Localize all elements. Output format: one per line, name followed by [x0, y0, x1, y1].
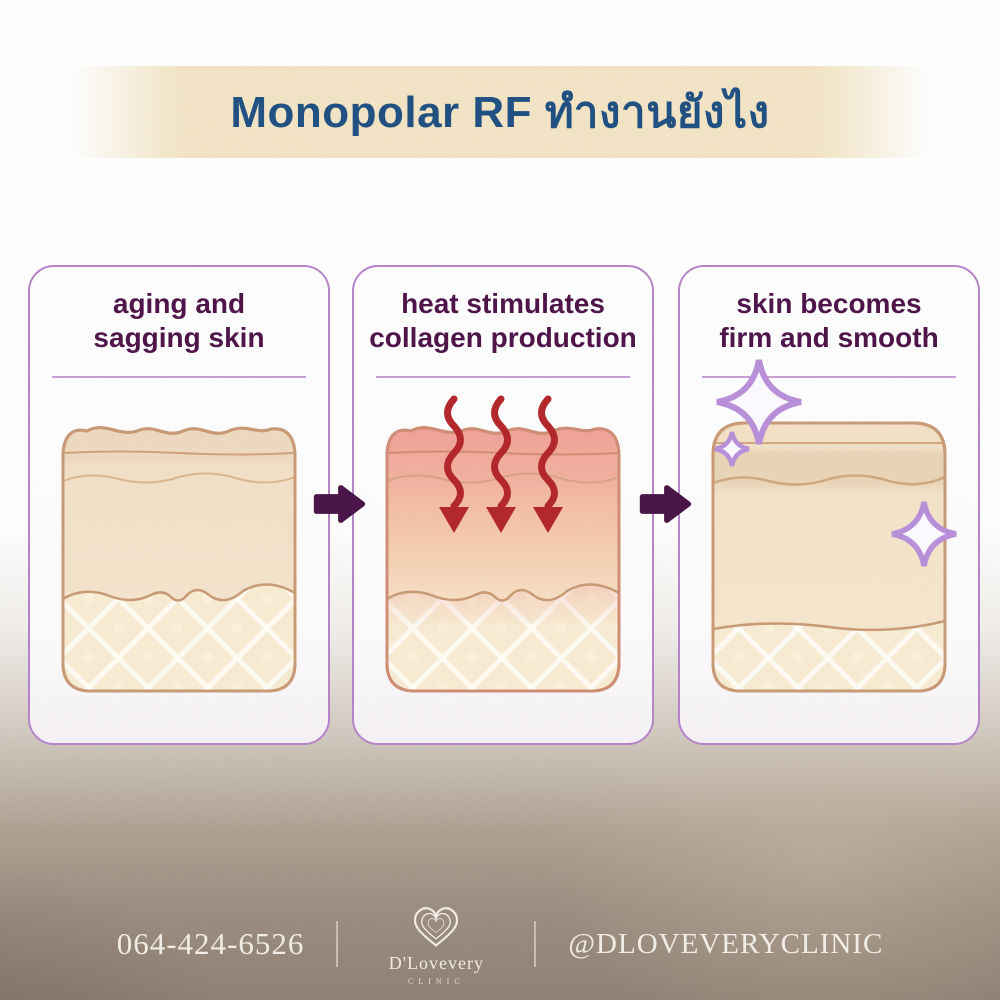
- clinic-logo: D'Lovevery CLINIC: [370, 903, 502, 986]
- heading-underline: [702, 376, 956, 378]
- heat-penetration-illustration: [385, 395, 621, 693]
- heading-underline: [52, 376, 306, 378]
- footer-divider: [534, 921, 537, 967]
- page-title: Monopolar RF ทำงานยังไง: [230, 88, 770, 137]
- social-handle: @DLOVEVERYCLINIC: [568, 927, 884, 960]
- heart-outline-icon: [414, 906, 459, 947]
- title-banner: Monopolar RF ทำงานยังไง: [70, 66, 930, 158]
- arrow-right-icon: [313, 485, 366, 523]
- phone-number: 064-424-6526: [116, 926, 305, 961]
- footer: 064-424-6526 D'Lovevery CLINIC @DLOVEVER…: [0, 896, 1000, 992]
- heading-underline: [376, 376, 630, 378]
- skin-layers-illustration: [61, 426, 297, 693]
- brand-subtitle: CLINIC: [408, 976, 465, 986]
- brand-name: D'Lovevery: [388, 952, 484, 973]
- arrow-right-icon: [639, 485, 692, 523]
- footer-divider: [336, 921, 339, 967]
- smooth-skin-illustration: [711, 359, 957, 693]
